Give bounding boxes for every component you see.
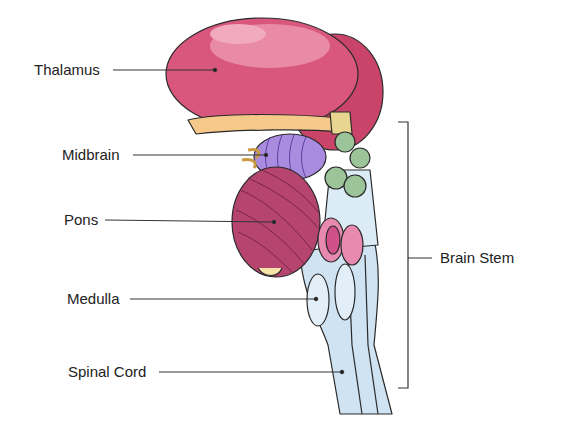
olive-inner bbox=[326, 226, 340, 254]
part-label: Spinal Cord bbox=[68, 363, 146, 381]
colliculus-shape bbox=[335, 132, 355, 152]
leader-dot bbox=[264, 153, 268, 157]
thalamus-highlight bbox=[210, 24, 330, 68]
leader-line bbox=[133, 155, 266, 156]
optic-band-end bbox=[330, 112, 352, 134]
medulla-pyramid bbox=[335, 264, 355, 320]
optic-band bbox=[188, 115, 342, 135]
pons-stripe bbox=[236, 170, 318, 272]
olive-shape bbox=[318, 218, 344, 262]
spinal-cord-column bbox=[365, 255, 378, 414]
part-label: Brain Stem bbox=[440, 249, 514, 267]
leader-dot bbox=[340, 370, 344, 374]
olive-shape bbox=[341, 225, 363, 265]
leader-dot bbox=[272, 220, 276, 224]
thalamus-shape bbox=[166, 18, 358, 130]
bracket bbox=[398, 122, 432, 388]
nerve-root bbox=[242, 149, 259, 168]
leader-dot bbox=[314, 297, 318, 301]
medulla-pyramid bbox=[307, 274, 329, 326]
part-label: Medulla bbox=[67, 290, 120, 308]
colliculus-shape bbox=[344, 175, 366, 197]
thalamus-highlight bbox=[210, 24, 266, 44]
leader-line bbox=[113, 70, 215, 71]
leader-line bbox=[105, 220, 274, 222]
leader-line bbox=[159, 372, 342, 373]
leader-line bbox=[130, 299, 316, 300]
nerve-root bbox=[258, 268, 282, 276]
leader-dot bbox=[213, 68, 217, 72]
spinal-cord-shape bbox=[300, 240, 392, 414]
part-label: Thalamus bbox=[34, 61, 100, 79]
colliculus-shape bbox=[350, 148, 370, 168]
part-label: Pons bbox=[64, 211, 98, 229]
part-label: Midbrain bbox=[62, 146, 120, 164]
